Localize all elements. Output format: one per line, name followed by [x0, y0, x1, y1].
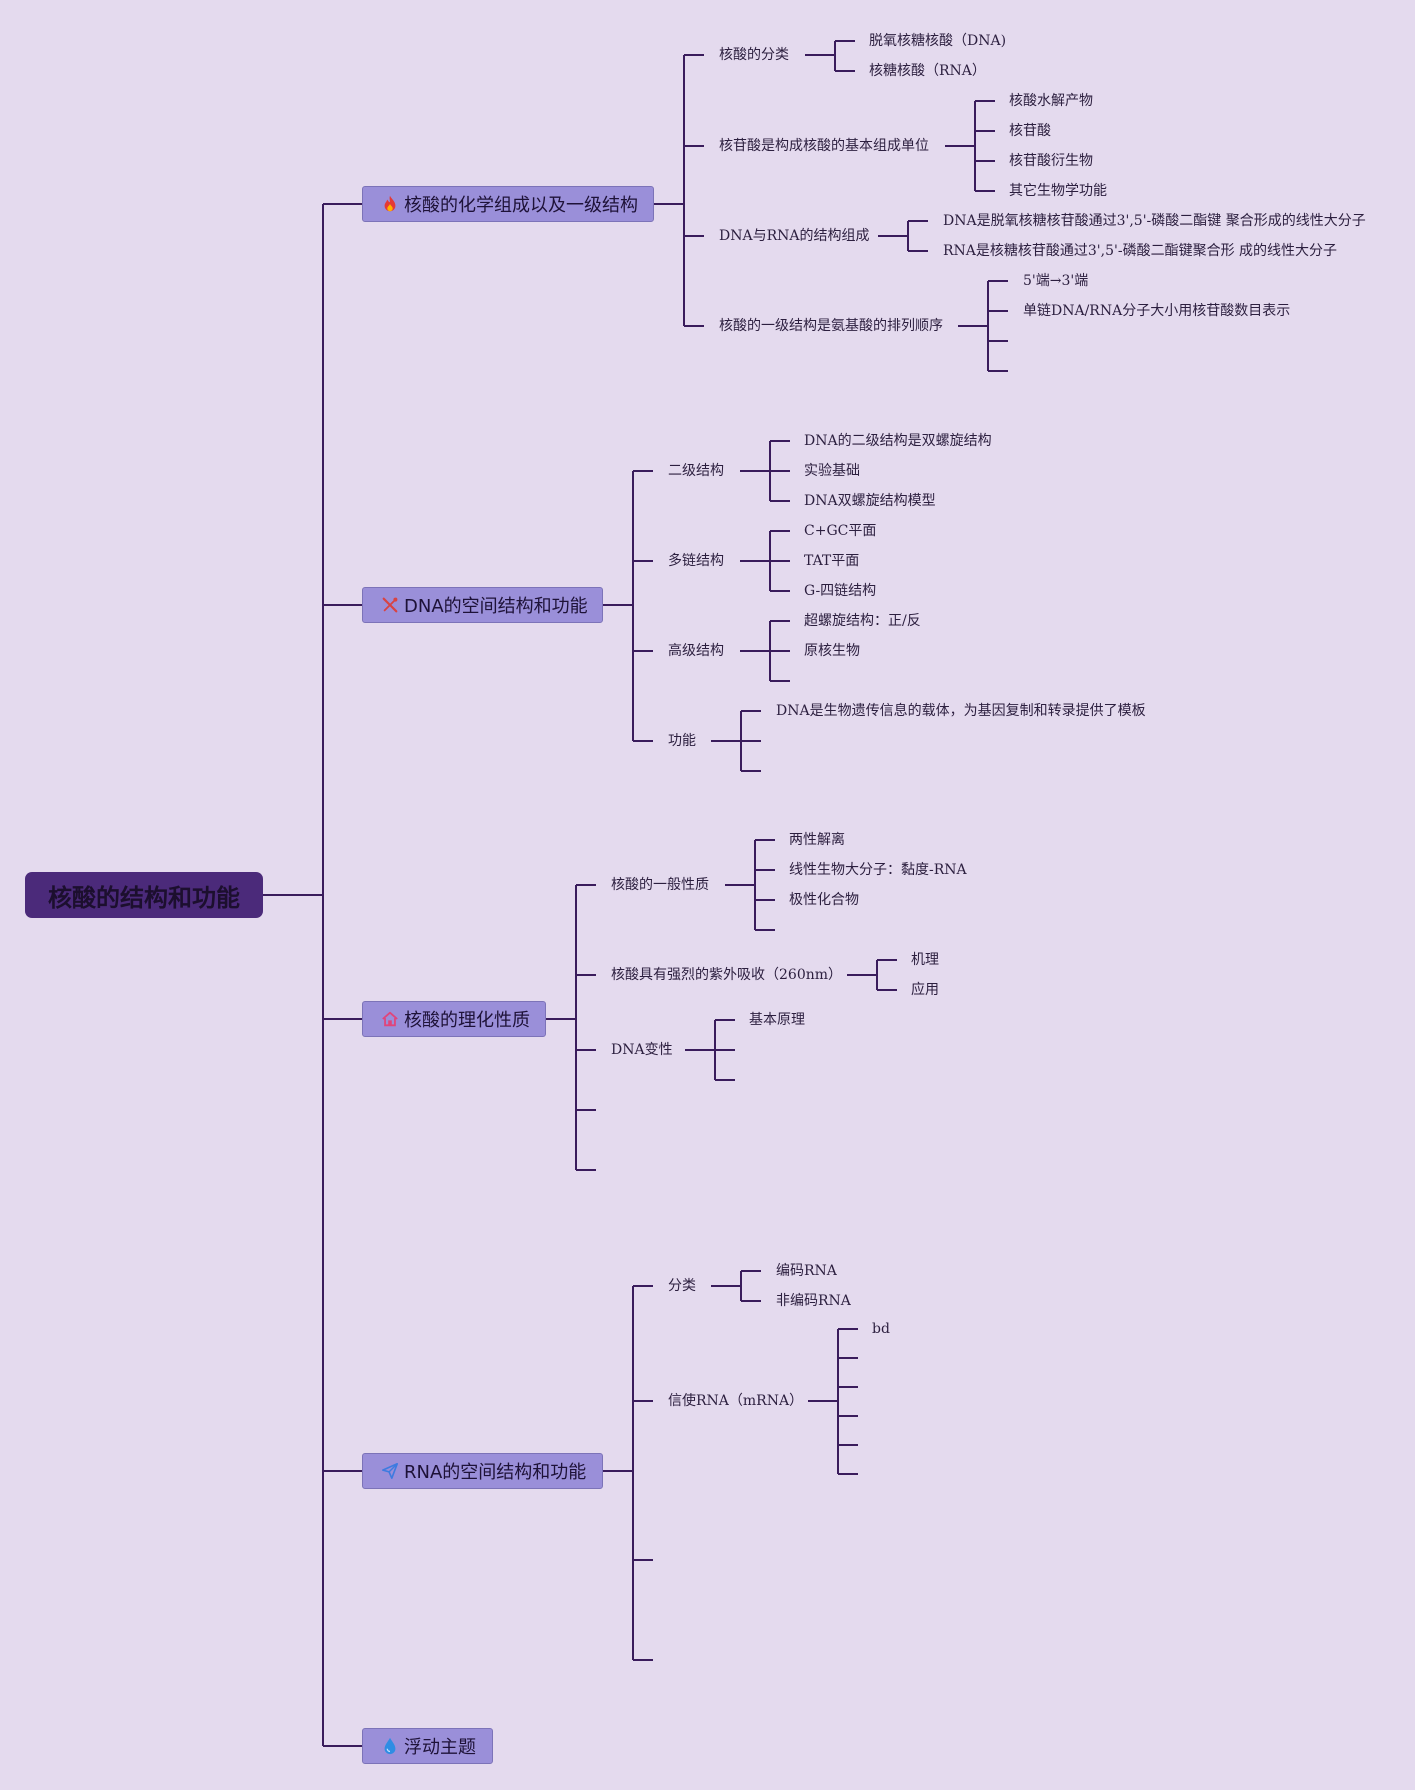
leaf-topic[interactable]: 核苷酸: [1009, 123, 1051, 139]
leaf-topic[interactable]: 线性生物大分子：黏度-RNA: [789, 862, 967, 878]
send-icon: [381, 1462, 399, 1480]
sub-topic[interactable]: DNA与RNA的结构组成: [719, 228, 870, 244]
leaf-topic[interactable]: 非编码RNA: [776, 1293, 851, 1309]
leaf-topic[interactable]: DNA双螺旋结构模型: [804, 493, 936, 509]
leaf-topic[interactable]: 其它生物学功能: [1009, 183, 1107, 199]
leaf-topic[interactable]: 原核生物: [804, 643, 860, 659]
leaf-topic[interactable]: 实验基础: [804, 463, 860, 479]
leaf-topic[interactable]: 机理: [911, 952, 939, 968]
leaf-topic[interactable]: 超螺旋结构：正/反: [804, 613, 921, 629]
leaf-topic[interactable]: DNA是生物遗传信息的载体，为基因复制和转录提供了模板: [776, 703, 1146, 719]
leaf-topic[interactable]: G-四链结构: [804, 583, 877, 599]
leaf-topic[interactable]: C+GC平面: [804, 523, 877, 539]
main-topic-label: RNA的空间结构和功能: [404, 1462, 587, 1483]
leaf-topic[interactable]: 核糖核酸（RNA）: [869, 63, 986, 79]
sub-topic[interactable]: 分类: [668, 1278, 696, 1294]
sub-topic[interactable]: 核酸具有强烈的紫外吸收（260nm）: [611, 967, 843, 983]
sub-topic[interactable]: 二级结构: [668, 463, 724, 479]
sub-topic[interactable]: 核酸的分类: [719, 47, 789, 63]
leaf-topic[interactable]: 核苷酸衍生物: [1009, 153, 1093, 169]
home-icon: [382, 1011, 398, 1027]
sub-topic[interactable]: 核酸的一般性质: [611, 877, 709, 893]
leaf-topic[interactable]: TAT平面: [804, 553, 860, 569]
sub-topic[interactable]: 信使RNA（mRNA）: [668, 1393, 804, 1409]
droplet-icon: [384, 1737, 396, 1755]
leaf-topic[interactable]: 核酸水解产物: [1009, 93, 1093, 109]
main-topic-dna-structure[interactable]: DNA的空间结构和功能: [362, 587, 603, 623]
sub-topic[interactable]: 高级结构: [668, 643, 724, 659]
sub-topic[interactable]: 核苷酸是构成核酸的基本组成单位: [719, 138, 929, 154]
leaf-topic[interactable]: 脱氧核糖核酸（DNA): [869, 33, 1007, 49]
leaf-topic[interactable]: 应用: [911, 982, 939, 998]
leaf-topic[interactable]: DNA的二级结构是双螺旋结构: [804, 433, 992, 449]
main-topic-chemical-composition[interactable]: 核酸的化学组成以及一级结构: [362, 186, 654, 222]
leaf-topic[interactable]: 基本原理: [749, 1012, 805, 1028]
sub-topic[interactable]: 多链结构: [668, 553, 724, 569]
leaf-topic[interactable]: bd: [872, 1321, 890, 1337]
sub-topic[interactable]: 核酸的一级结构是氨基酸的排列顺序: [719, 318, 943, 334]
leaf-topic[interactable]: 两性解离: [789, 832, 845, 848]
leaf-topic[interactable]: 编码RNA: [776, 1263, 837, 1279]
leaf-topic[interactable]: DNA是脱氧核糖核苷酸通过3',5'-磷酸二酯键 聚合形成的线性大分子: [943, 213, 1366, 229]
root-topic[interactable]: 核酸的结构和功能: [25, 872, 263, 918]
tools-icon: [382, 597, 398, 613]
sub-topic[interactable]: DNA变性: [611, 1042, 673, 1058]
leaf-topic[interactable]: 5'端→3'端: [1023, 273, 1089, 289]
main-topic-floating[interactable]: 浮动主题: [362, 1728, 493, 1764]
leaf-topic[interactable]: 单链DNA/RNA分子大小用核苷酸数目表示: [1023, 303, 1291, 319]
main-topic-label: DNA的空间结构和功能: [404, 596, 588, 617]
main-topic-label: 核酸的理化性质: [404, 1010, 530, 1031]
leaf-topic[interactable]: RNA是核糖核苷酸通过3',5'-磷酸二酯键聚合形 成的线性大分子: [943, 243, 1338, 259]
main-topic-label: 浮动主题: [404, 1737, 476, 1758]
leaf-topic[interactable]: 极性化合物: [789, 892, 859, 908]
fire-icon: [384, 195, 396, 212]
sub-topic[interactable]: 功能: [668, 733, 696, 749]
main-topic-rna-structure[interactable]: RNA的空间结构和功能: [362, 1453, 603, 1489]
main-topic-label: 核酸的化学组成以及一级结构: [404, 195, 638, 216]
main-topic-physicochemical-properties[interactable]: 核酸的理化性质: [362, 1001, 546, 1037]
